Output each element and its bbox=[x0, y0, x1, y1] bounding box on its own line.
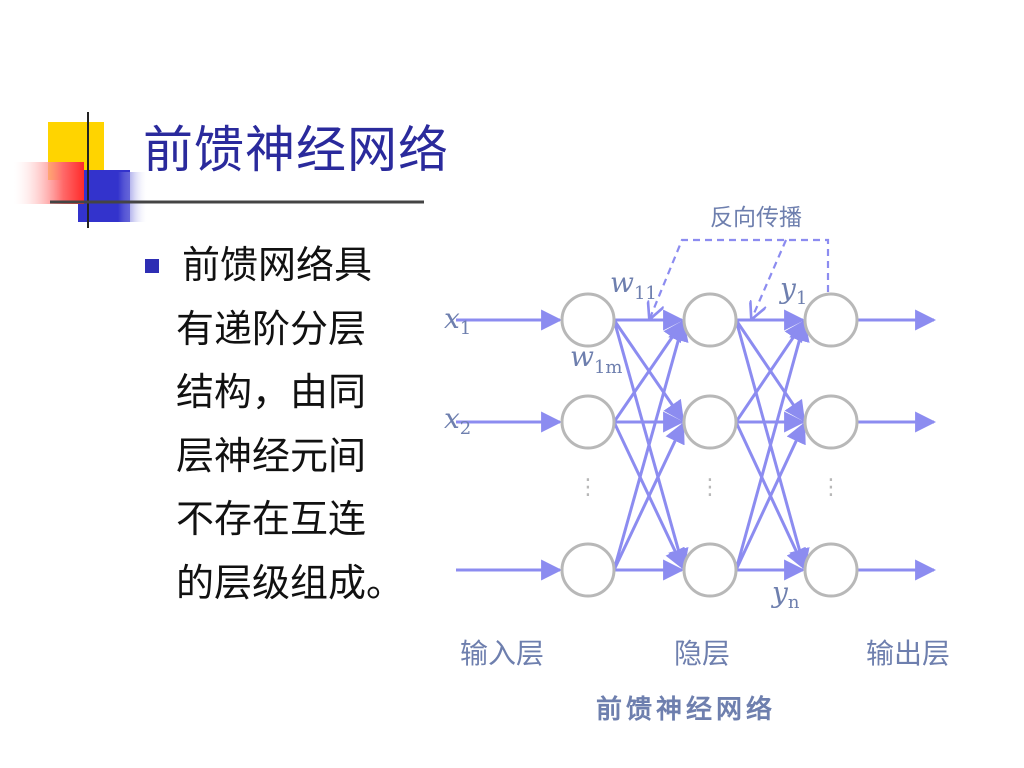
weight-label-w11: w11 bbox=[610, 266, 657, 304]
input-node bbox=[560, 292, 616, 348]
bullet-line: 前馈网络具 bbox=[182, 243, 373, 287]
connection-edge bbox=[612, 319, 689, 571]
output-label-yn: yn bbox=[770, 576, 800, 613]
output-ellipsis: ⋮ bbox=[820, 475, 842, 500]
output-sub: 1 bbox=[796, 288, 807, 309]
edges-group bbox=[456, 309, 937, 581]
input-node bbox=[560, 394, 616, 450]
bullet-line: 结构，由同 bbox=[176, 370, 367, 414]
input-layer-label: 输入层 bbox=[460, 637, 544, 670]
connection-edge bbox=[734, 421, 806, 571]
output-label-y1: y1 bbox=[778, 272, 807, 309]
output-layer-label: 输出层 bbox=[866, 637, 950, 670]
diagram-caption: 前馈神经网络 bbox=[596, 694, 776, 725]
hidden-node bbox=[682, 542, 738, 598]
output-sub: n bbox=[788, 592, 800, 613]
hidden-layer-label: 隐层 bbox=[674, 637, 730, 670]
bullet-line: 的层级组成。 bbox=[176, 560, 405, 605]
output-node bbox=[803, 292, 859, 348]
input-node bbox=[560, 542, 616, 598]
slide-title: 前馈神经网络 bbox=[143, 121, 449, 179]
weight-var: w bbox=[570, 340, 594, 373]
hidden-node bbox=[682, 292, 738, 348]
weight-var: w bbox=[610, 266, 634, 299]
input-var: x bbox=[444, 302, 460, 335]
weight-label-w1m: w1m bbox=[570, 340, 623, 378]
bullet-text: 前馈网络具 有递阶分层 结构，由同 层神经元间 不存在互连 的层级组成。 bbox=[176, 234, 436, 615]
input-sub: 2 bbox=[460, 418, 471, 439]
input-label-x2: x2 bbox=[444, 402, 471, 439]
output-var: y bbox=[770, 576, 789, 609]
nodes-group bbox=[560, 292, 859, 598]
output-node bbox=[803, 394, 859, 450]
connection-edge bbox=[734, 319, 810, 571]
backprop-arrows bbox=[650, 238, 830, 318]
output-node bbox=[803, 542, 859, 598]
hidden-node bbox=[682, 394, 738, 450]
bullet-line: 层神经元间 bbox=[176, 433, 367, 478]
blue-gradient-bar bbox=[118, 172, 148, 222]
backprop-label: 反向传播 bbox=[710, 205, 802, 231]
red-gradient-bar bbox=[14, 162, 84, 204]
backprop-branch bbox=[752, 239, 788, 318]
bullet-line: 有递阶分层 bbox=[176, 306, 367, 351]
output-var: y bbox=[778, 272, 797, 305]
weight-sub: 1m bbox=[594, 357, 623, 378]
weight-sub: 11 bbox=[634, 283, 657, 304]
bullet-line: 不存在互连 bbox=[176, 497, 367, 541]
input-var: x bbox=[444, 402, 460, 435]
backprop-path bbox=[650, 238, 830, 318]
input-ellipsis: ⋮ bbox=[577, 475, 599, 500]
hidden-ellipsis: ⋮ bbox=[699, 475, 721, 500]
input-sub: 1 bbox=[460, 318, 471, 339]
connection-edge bbox=[612, 421, 685, 571]
input-label-x1: x1 bbox=[444, 302, 471, 339]
bullet-marker bbox=[145, 259, 159, 273]
ellipsis-group: ⋮ ⋮ ⋮ bbox=[577, 475, 842, 500]
